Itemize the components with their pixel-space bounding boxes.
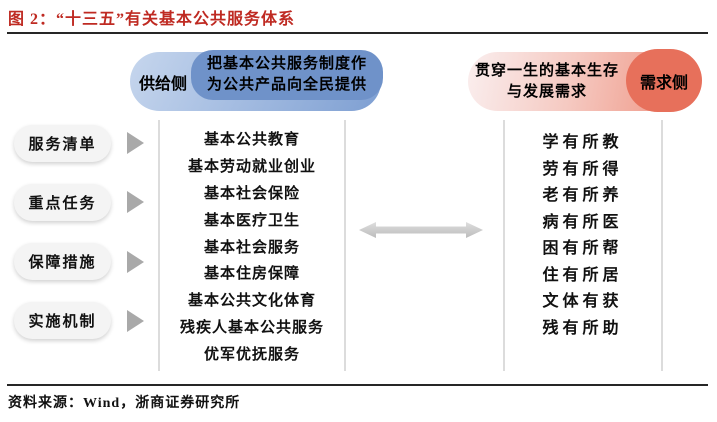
right-triangle-icon — [127, 250, 144, 273]
need-item: 老有所养 — [542, 187, 623, 205]
supply-side-description-box: 把基本公共服务制度作 为公共产品向全民提供 — [191, 50, 383, 100]
supply-description-line2: 为公共产品向全民提供 — [206, 77, 367, 93]
framework-category-row: 重点任务 — [14, 183, 146, 221]
service-item: 基本劳动就业创业 — [187, 158, 316, 175]
framework-category-row: 服务清单 — [14, 124, 146, 162]
service-list-right-divider — [344, 120, 346, 371]
need-item: 学有所教 — [542, 134, 623, 151]
need-item: 困有所帮 — [542, 240, 623, 258]
service-item: 基本公共文化体育 — [187, 293, 316, 310]
top-rule — [7, 32, 708, 34]
service-item: 基本公共教育 — [203, 132, 300, 148]
need-item: 住有所居 — [542, 266, 623, 284]
need-item: 劳有所得 — [542, 160, 623, 178]
source-note: 资料来源：Wind，浙商证券研究所 — [8, 396, 241, 411]
double-headed-arrow-icon — [359, 222, 483, 238]
service-item-list: 基本公共教育基本劳动就业创业基本社会保险基本医疗卫生基本社会服务基本住房保障基本… — [160, 128, 344, 364]
right-triangle-icon — [127, 132, 144, 154]
need-list-right-divider — [661, 120, 663, 371]
right-triangle-icon — [127, 191, 144, 214]
framework-category-pill: 服务清单 — [14, 124, 111, 162]
demand-description-line1: 贯穿一生的基本生存 — [474, 62, 619, 79]
supply-side-label: 供给侧 — [138, 75, 187, 93]
need-item: 残有所助 — [542, 319, 623, 337]
framework-category-pill: 实施机制 — [14, 302, 111, 340]
demand-description-line2: 与发展需求 — [506, 83, 587, 100]
framework-category-row: 保障措施 — [14, 243, 146, 281]
supply-description-line1: 把基本公共服务制度作 — [206, 56, 367, 72]
framework-category-row: 实施机制 — [14, 302, 146, 340]
need-item: 文体有获 — [542, 293, 623, 311]
framework-category-pill: 重点任务 — [14, 183, 111, 221]
figure-title: 图 2：“十三五”有关基本公共服务体系 — [8, 11, 296, 28]
service-item: 残疾人基本公共服务 — [179, 320, 324, 337]
service-item: 基本医疗卫生 — [203, 212, 300, 229]
right-triangle-icon — [127, 309, 144, 332]
demand-side-description-box: 贯穿一生的基本生存 与发展需求 — [474, 52, 620, 111]
bottom-rule — [7, 384, 708, 386]
service-item: 基本社会服务 — [203, 239, 300, 256]
supply-side-pill: 供给侧 把基本公共服务制度作 为公共产品向全民提供 — [130, 50, 383, 111]
framework-category-pill: 保障措施 — [14, 243, 111, 281]
framework-category-list: 服务清单 重点任务 保障措施 实施机制 — [14, 124, 146, 340]
service-item: 基本社会保险 — [203, 185, 300, 202]
need-item: 病有所医 — [542, 213, 623, 231]
service-list-left-divider — [158, 120, 160, 371]
demand-side-label: 需求侧 — [626, 49, 702, 112]
service-item: 基本住房保障 — [203, 266, 300, 283]
need-item-list: 学有所教劳有所得老有所养病有所医困有所帮住有所居文体有获残有所助 — [504, 128, 661, 338]
need-list-left-divider — [503, 120, 505, 371]
service-item: 优军优抚服务 — [203, 347, 300, 363]
demand-side-pill: 贯穿一生的基本生存 与发展需求 需求侧 — [468, 49, 702, 112]
